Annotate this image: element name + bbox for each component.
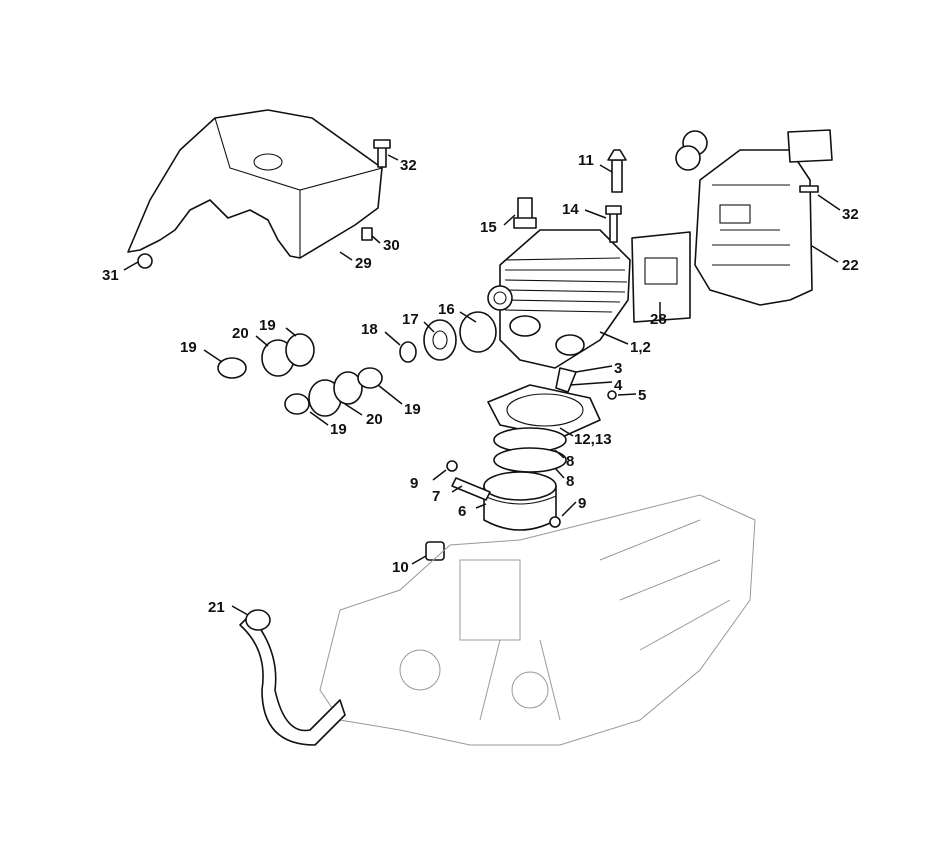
part-label: 20: [232, 325, 249, 342]
nut-part[interactable]: [137, 253, 153, 269]
part-label: 16: [438, 301, 455, 318]
part-number-labels: 32 11 14 15 30 29 31 32 22 28 16 17 18 2…: [102, 152, 859, 616]
piston-pin-part[interactable]: [451, 477, 491, 501]
intake-boot-part[interactable]: [217, 333, 315, 379]
part-label: 21: [208, 599, 225, 616]
part-label: 11: [578, 152, 594, 169]
intake-flange-part[interactable]: [423, 311, 497, 361]
part-label: 30: [383, 237, 400, 254]
muffler-gasket-part[interactable]: [631, 231, 691, 323]
bracket-part[interactable]: [555, 367, 617, 400]
part-label: 17: [402, 311, 419, 328]
spark-plug-part[interactable]: [607, 149, 627, 193]
part-label: 15: [480, 219, 497, 236]
part-label: 22: [842, 257, 859, 274]
part-label: 4: [614, 377, 623, 394]
crankcase-part[interactable]: [319, 494, 756, 746]
decompression-valve-part[interactable]: [513, 197, 537, 229]
part-label: 19: [330, 421, 347, 438]
piston-ring-part[interactable]: [493, 427, 567, 473]
part-label: 5: [638, 387, 646, 404]
cylinder-part[interactable]: [487, 229, 631, 369]
part-label: 18: [361, 321, 378, 338]
part-label: 12,13: [574, 431, 612, 448]
part-label: 10: [392, 559, 409, 576]
circlip-part[interactable]: [446, 460, 561, 528]
part-label: 1,2: [630, 339, 651, 356]
part-label: 19: [259, 317, 276, 334]
part-label: 20: [366, 411, 383, 428]
part-label: 19: [404, 401, 421, 418]
part-label: 14: [562, 201, 579, 218]
part-label: 28: [650, 311, 667, 328]
cylinder-gasket-part[interactable]: [487, 384, 601, 439]
ring-part[interactable]: [399, 341, 417, 363]
part-label: 6: [458, 503, 466, 520]
part-label: 19: [180, 339, 197, 356]
part-label: 32: [842, 206, 859, 223]
part-label: 7: [432, 488, 440, 505]
part-label: 9: [578, 495, 586, 512]
part-label: 29: [355, 255, 372, 272]
screw-part[interactable]: [373, 139, 391, 168]
part-label: 31: [102, 267, 119, 284]
muffler-part[interactable]: [675, 129, 833, 306]
part-label: 8: [566, 473, 574, 490]
piston-part[interactable]: [483, 471, 557, 531]
hose-part[interactable]: [239, 609, 346, 746]
leader-lines: [123, 154, 841, 616]
part-label: 3: [614, 360, 622, 377]
needle-cage-part[interactable]: [425, 541, 445, 561]
intake-boot-part-2[interactable]: [284, 367, 383, 417]
cylinder-screw-part[interactable]: [605, 205, 622, 243]
part-label: 32: [400, 157, 417, 174]
part-label: 9: [410, 475, 418, 492]
part-label: 8: [566, 453, 574, 470]
sleeve-part[interactable]: [361, 227, 373, 241]
shroud-part[interactable]: [127, 109, 383, 259]
